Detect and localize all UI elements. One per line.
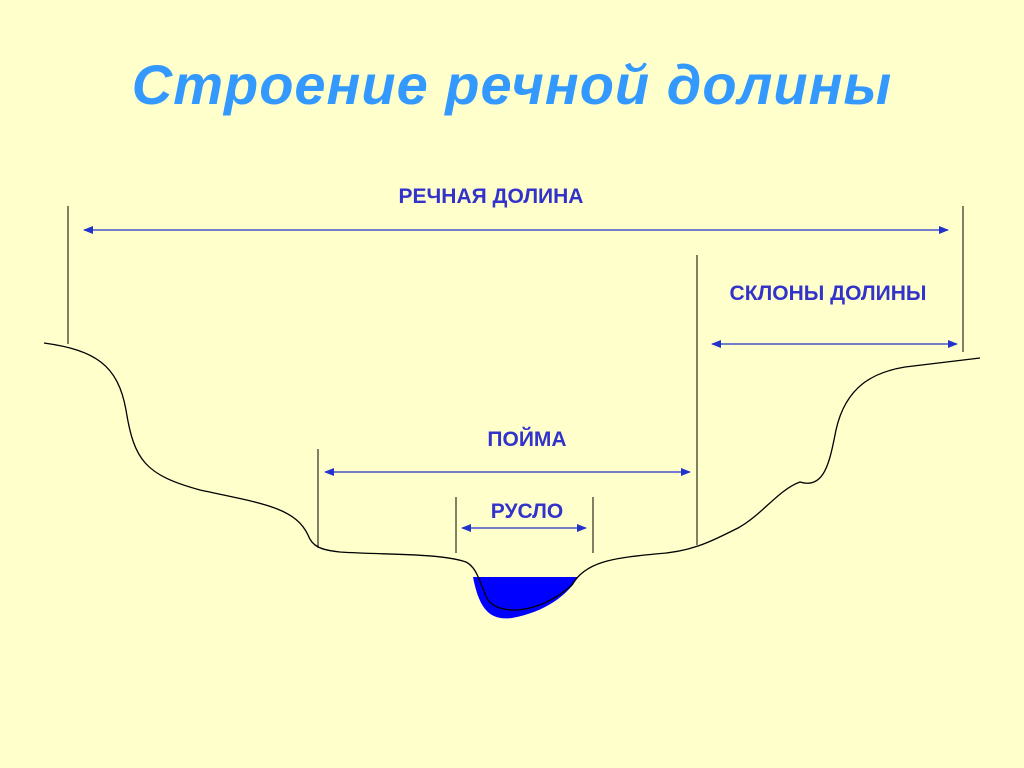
label-valley: РЕЧНАЯ ДОЛИНА [399,185,584,208]
label-channel: РУСЛО [491,500,564,523]
label-slopes: СКЛОНЫ ДОЛИНЫ [730,282,927,305]
page-title: Строение речной долины [131,53,893,116]
label-floodplain: ПОЙМА [487,427,566,451]
river-water [473,577,578,619]
valley-profile [43,342,981,611]
